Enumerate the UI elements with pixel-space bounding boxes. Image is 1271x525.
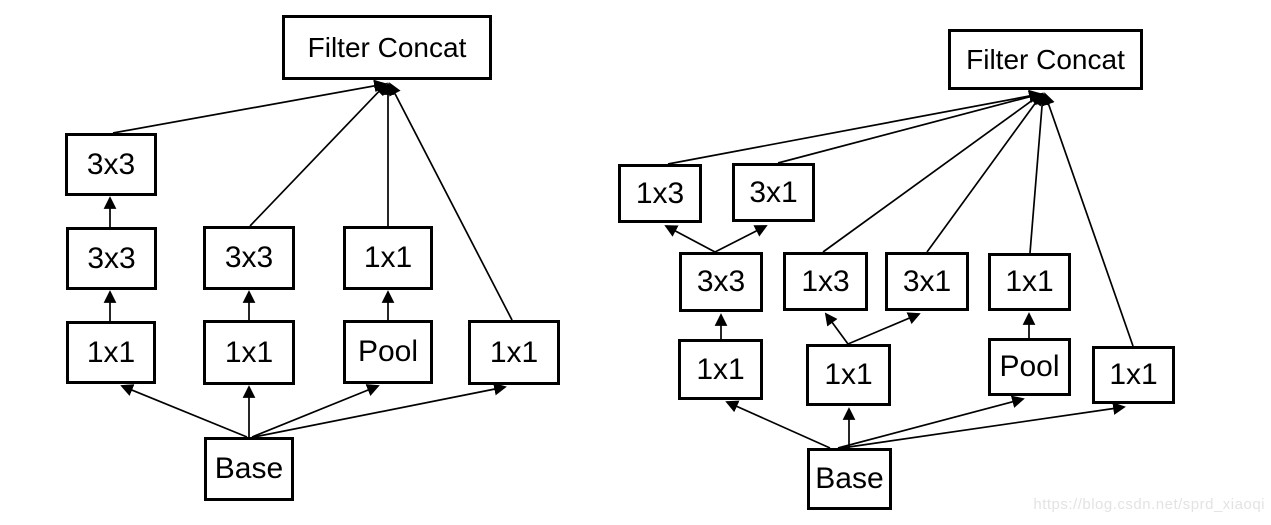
edge-c2-3x3-to-filter-concat [249, 82, 388, 227]
node-inception-left-c1-3x3: 3x3 [66, 227, 157, 290]
node-inception-left-c3-1x1: 1x1 [343, 226, 433, 290]
node-inception-left-filter-concat: Filter Concat [282, 15, 492, 80]
watermark: https://blog.csdn.net/sprd_xiaoqi [1033, 496, 1265, 513]
node-inception-right-r3-1x1b: 1x1 [806, 344, 891, 406]
node-inception-right-filter-concat: Filter Concat [948, 29, 1143, 90]
node-inception-right-r2-1x3: 1x3 [783, 252, 868, 311]
node-inception-left-c4-1x1: 1x1 [468, 320, 560, 385]
edge-r2-3x1-to-filter-concat [926, 92, 1044, 253]
node-inception-left-c2-1x1: 1x1 [203, 320, 295, 385]
edge-base-to-r3-pool [837, 395, 1025, 449]
edge-base-to-r3-1x1a [725, 400, 831, 449]
node-inception-right-base: Base [807, 448, 892, 510]
node-inception-right-r1-1x3: 1x3 [618, 164, 702, 223]
node-inception-right-r2-1x1: 1x1 [988, 253, 1071, 311]
edge-r3-1x1b-to-r2-3x1 [847, 312, 921, 345]
edge-base-to-c4-1x1 [253, 382, 507, 438]
edge-r1-3x1-to-filter-concat [777, 90, 1042, 164]
edge-r2-3x3-to-r1-1x3 [664, 225, 716, 253]
node-inception-right-r3-1x1c: 1x1 [1092, 346, 1175, 404]
edge-r2-3x3-to-r1-3x1 [714, 225, 768, 253]
edge-r2-1x1-to-filter-concat [1029, 92, 1049, 254]
node-inception-left-c1-3x3-top: 3x3 [65, 133, 157, 196]
node-inception-right-r1-3x1: 3x1 [732, 163, 815, 222]
edge-r3-1x1b-to-r2-1x3 [824, 312, 849, 345]
edge-r1-1x3-to-filter-concat [667, 89, 1042, 165]
edge-base-to-r3-1x1c [841, 402, 1126, 449]
node-inception-left-c1-1x1: 1x1 [66, 321, 156, 384]
edge-r2-1x3-to-filter-concat [822, 92, 1043, 253]
node-inception-right-r2-3x1: 3x1 [885, 252, 969, 311]
node-inception-left-c3-pool: Pool [343, 320, 433, 384]
node-inception-left-c2-3x3: 3x3 [203, 226, 295, 290]
edge-base-to-c3-pool [251, 384, 380, 438]
node-inception-right-r2-3x3: 3x3 [679, 252, 763, 312]
node-inception-right-r3-pool: Pool [988, 338, 1071, 396]
node-inception-right-r3-1x1a: 1x1 [678, 339, 763, 400]
edge-base-to-c1-1x1 [120, 384, 248, 438]
node-inception-left-base: Base [204, 437, 294, 501]
edge-c1-3x3-top-to-filter-concat [112, 79, 387, 134]
